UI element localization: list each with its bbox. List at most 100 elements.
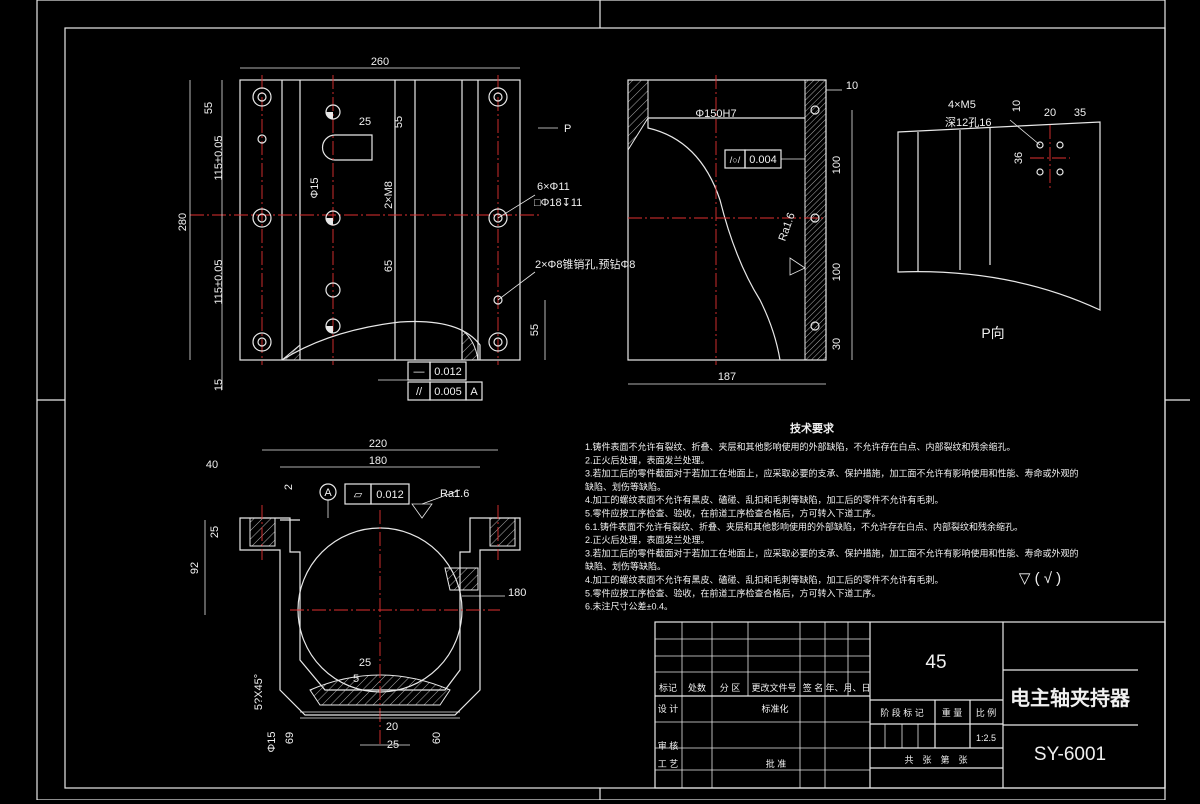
dim-slot-w: 25 xyxy=(359,116,371,128)
tb-material: 45 xyxy=(925,652,946,673)
tech-requirements: 技术要求 1.铸件表面不允许有裂纹、折叠、夹层和其他影响使用的外部缺陷，不允许存… xyxy=(585,421,1079,612)
drawing-title: 电主轴夹持器 xyxy=(1010,686,1131,710)
tb-process: 工 艺 xyxy=(658,759,679,769)
pin-note: 2×Φ8锥销孔,预钻Φ8 xyxy=(535,257,635,271)
top-d25b: 25 xyxy=(359,657,371,669)
cyl-value: 0.004 xyxy=(749,154,777,166)
parallel-symbol: // xyxy=(416,386,423,398)
parallel-value: 0.005 xyxy=(434,386,462,398)
dim-dia15: Φ15 xyxy=(309,177,321,198)
dim-bottom: 15 xyxy=(213,379,225,391)
tb-scale: 1:2.5 xyxy=(976,733,996,743)
dim-width: 260 xyxy=(371,56,389,68)
top-d2: 2 xyxy=(283,484,295,490)
top-d60: 60 xyxy=(431,732,443,744)
top-d40: 40 xyxy=(206,459,218,471)
tb-col-count: 处数 xyxy=(688,682,706,693)
cyl-symbol: /○/ xyxy=(730,155,741,165)
tb-col-zone: 分 区 xyxy=(720,683,741,693)
tech-line: 6.1.铸件表面不允许有裂纹、折叠、夹层和其他影响使用的外部缺陷，不允许存在白点… xyxy=(585,521,1023,532)
bore-dim: Φ150H7 xyxy=(695,108,736,120)
dim-slot-h: 55 xyxy=(393,116,405,128)
tb-review: 审 核 xyxy=(658,740,679,751)
tb-col-mark: 标记 xyxy=(659,682,677,693)
parallel-datum: A xyxy=(470,386,478,398)
top-d15: Φ15 xyxy=(266,731,278,752)
side-d100b: 100 xyxy=(831,263,843,281)
tech-lines: 1.铸件表面不允许有裂纹、折叠、夹层和其他影响使用的外部缺陷，不允许存在白点、内… xyxy=(585,441,1079,612)
tb-stage: 阶 段 标 记 xyxy=(880,707,924,718)
pview-d36: 36 xyxy=(1013,152,1025,164)
top-roughness: Ra1.6 xyxy=(440,488,469,500)
tb-col-changedoc: 更改文件号 xyxy=(751,682,796,693)
tech-line: 1.铸件表面不允许有裂纹、折叠、夹层和其他影响使用的外部缺陷，不允许存在白点、内… xyxy=(585,441,1016,452)
p-arrow-label: P xyxy=(564,123,571,135)
dim-height: 280 xyxy=(177,213,189,231)
pview-holes: 4×M5 xyxy=(948,99,976,111)
tb-weight: 重 量 xyxy=(942,707,963,718)
front-holes xyxy=(252,87,508,352)
tb-ratio: 比 例 xyxy=(976,707,997,718)
holes-note-2: □Φ18↧11 xyxy=(534,197,582,209)
tb-sheets: 共 张 第 张 xyxy=(904,754,967,765)
tech-line: 2.正火后处理，表面发兰处理。 xyxy=(585,454,710,465)
side-d187: 187 xyxy=(718,371,736,383)
pview-d10: 10 xyxy=(1011,100,1023,112)
tech-line: 3.若加工后的零件截面对于若加工在地面上，应采取必要的支承、保护措施，加工面不允… xyxy=(585,547,1079,558)
roughness-note: ▽ ( √ ) xyxy=(1019,570,1061,587)
p-view-label: P向 xyxy=(981,325,1004,341)
top-d220: 220 xyxy=(369,438,387,450)
tb-design: 设 计 xyxy=(658,703,679,714)
sheet-border xyxy=(36,0,1190,801)
tb-col-sign: 签 名 xyxy=(803,682,824,693)
tech-line: 6.未注尺寸公差±0.4。 xyxy=(585,601,673,612)
tech-line: 5.零件应按工序检查、验收，在前道工序检查合格后，方可转入下道工序。 xyxy=(585,587,881,598)
p-view: 4×M5 深12孔16 10 20 35 36 P向 xyxy=(897,99,1101,341)
drawing-number: SY-6001 xyxy=(1034,744,1106,765)
top-d25c: 25 xyxy=(387,739,399,751)
top-d69: 69 xyxy=(284,732,296,744)
pview-depth: 深12孔16 xyxy=(945,116,991,129)
top-datum-a: A xyxy=(324,487,332,499)
pview-d20: 20 xyxy=(1044,107,1056,119)
dim-tol2: 115±0.05 xyxy=(213,260,225,305)
tech-line: 4.加工的螺纹表面不允许有黑皮、磕碰、乱扣和毛刺等缺陷，加工后的零件不允许有毛刺… xyxy=(585,574,944,585)
front-view: 260 280 55 115±0.05 115±0.05 15 25 55 Φ1… xyxy=(177,56,635,401)
dim-top: 55 xyxy=(203,102,215,114)
top-chamfer: 5?X45° xyxy=(253,674,265,710)
tech-line: 缺陷、划伤等缺陷。 xyxy=(585,481,666,492)
dim-b55: 55 xyxy=(529,324,541,336)
tb-standard: 标准化 xyxy=(761,703,788,714)
tb-approve: 批 准 xyxy=(766,758,787,769)
dim-tol1: 115±0.05 xyxy=(213,136,225,181)
flatness-symbol: — xyxy=(414,366,425,378)
top-flat-value: 0.012 xyxy=(376,489,404,501)
tech-line: 5.零件应按工序检查、验收，在前道工序检查合格后，方可转入下道工序。 xyxy=(585,508,881,519)
tech-line: 4.加工的螺纹表面不允许有黑皮、磕碰、乱扣和毛刺等缺陷，加工后的零件不允许有毛刺… xyxy=(585,494,944,505)
top-d180w: 180 xyxy=(369,455,387,467)
tech-line: 2.正火后处理，表面发兰处理。 xyxy=(585,534,710,545)
tech-line: 3.若加工后的零件截面对于若加工在地面上，应采取必要的支承、保护措施，加工面不允… xyxy=(585,468,1079,479)
front-tolerance-frames: — 0.012 // 0.005 A xyxy=(378,361,483,401)
top-d25: 25 xyxy=(209,526,221,538)
dim-h65: 65 xyxy=(383,260,395,272)
top-view: 220 180 40 2 A ▱ 0.012 Ra1.6 25 92 180 2… xyxy=(189,438,526,753)
top-d92: 92 xyxy=(189,562,201,574)
top-d20: 20 xyxy=(386,721,398,733)
top-d5: 5 xyxy=(353,673,359,685)
top-flat-symbol: ▱ xyxy=(354,489,363,501)
side-roughness: Ra1.6 xyxy=(777,211,798,243)
top-d180: 180 xyxy=(508,587,526,599)
flatness-value: 0.012 xyxy=(434,366,462,378)
side-d10: 10 xyxy=(846,80,858,92)
pview-d35: 35 xyxy=(1074,107,1086,119)
side-section-view: Φ150H7 /○/ 0.004 Ra1.6 10 100 100 30 187 xyxy=(627,75,858,385)
dim-m8: 2×M8 xyxy=(383,181,395,209)
title-block: 标记 处数 分 区 更改文件号 签 名 年、月、日 设 计 标准化 审 核 工 … xyxy=(654,621,1166,789)
tech-heading: 技术要求 xyxy=(790,421,835,435)
holes-note-1: 6×Φ11 xyxy=(537,181,570,193)
tb-col-date: 年、月、日 xyxy=(825,682,870,693)
tech-line: 缺陷、划伤等缺陷。 xyxy=(585,561,666,572)
